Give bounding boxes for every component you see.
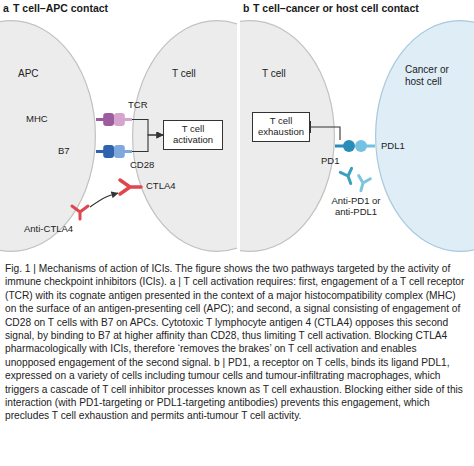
protein-head bbox=[343, 140, 355, 152]
cell-membrane bbox=[0, 21, 95, 252]
tcr-protein-outline bbox=[114, 113, 132, 126]
b7-protein-outline bbox=[96, 145, 114, 158]
protein-label: MHC bbox=[26, 114, 48, 125]
protein-label: CD28 bbox=[130, 160, 154, 171]
anti-ctla4-antibody-outline bbox=[70, 204, 90, 220]
anti-ctla4-antibody: Anti-CTLA4 bbox=[70, 204, 90, 220]
antibody-shape bbox=[340, 168, 356, 185]
protein-label: TCR bbox=[128, 100, 148, 111]
protein-label: CTLA4 bbox=[146, 181, 176, 192]
pdl1-ligand: PDL1 bbox=[355, 140, 375, 152]
antibody-shape bbox=[72, 206, 88, 219]
b7-protein: B7 bbox=[96, 145, 114, 158]
figure-caption: Fig. 1 | Mechanisms of action of ICIs. T… bbox=[5, 262, 469, 423]
cell-membrane bbox=[376, 21, 474, 252]
ctla4-receptor: CTLA4 bbox=[118, 178, 142, 196]
protein-label: Anti-CTLA4 bbox=[24, 224, 73, 235]
cd28-protein: CD28 bbox=[114, 145, 132, 158]
cell-name: Cancer or host cell bbox=[405, 64, 459, 87]
exhaustion-box: T cell exhaustion bbox=[252, 112, 310, 142]
cd28-protein-outline bbox=[114, 145, 132, 158]
pd1-receptor-outline bbox=[335, 140, 355, 152]
panel-letter: b bbox=[243, 2, 249, 14]
mhc-protein: MHC bbox=[96, 113, 114, 126]
panel-heading: T cell–cancer or host cell contact bbox=[253, 2, 419, 14]
cancer-cell: Cancer or host cell bbox=[375, 20, 474, 252]
protein-label: PDL1 bbox=[381, 141, 405, 152]
cell-name: T cell bbox=[172, 68, 196, 80]
protein-head bbox=[114, 113, 125, 126]
ctla4-receptor-outline bbox=[118, 178, 142, 196]
protein-head bbox=[114, 145, 125, 158]
cancer-cell-outline bbox=[375, 20, 474, 252]
activation-arrow bbox=[132, 135, 163, 152]
activation-box: T cell activation bbox=[163, 120, 223, 150]
cell-name: APC bbox=[18, 68, 39, 80]
mhc-protein-outline bbox=[96, 113, 114, 126]
cell-membrane bbox=[240, 21, 334, 252]
pdl1-ligand-outline bbox=[355, 140, 375, 152]
apc-cell: APC bbox=[0, 20, 96, 252]
protein-head bbox=[103, 145, 114, 158]
cell-name: T cell bbox=[262, 68, 286, 80]
anti-pd1-antibody: Anti-PD1 or anti-PDL1 bbox=[340, 168, 372, 192]
box-text: T cell exhaustion bbox=[253, 113, 309, 141]
inhibition-line bbox=[310, 127, 340, 140]
panel-heading: T cell–APC contact bbox=[13, 2, 108, 14]
protein-head bbox=[103, 113, 114, 126]
pd1-receptor: PD1 bbox=[335, 140, 355, 152]
t-cell: T cell T cell exhaustion bbox=[240, 20, 335, 252]
panel-a: APC MHC B7 T cell T cell activation TCR CD28CT… bbox=[0, 0, 237, 256]
tcr-protein: TCR bbox=[114, 113, 132, 126]
apc-cell-outline bbox=[0, 20, 96, 252]
box-text: T cell activation bbox=[164, 121, 222, 149]
protein-label: PD1 bbox=[321, 156, 339, 167]
anti-pd1-antibody-outline bbox=[340, 168, 372, 192]
t-cell: T cell T cell activation bbox=[132, 20, 237, 252]
receptor-shape bbox=[120, 180, 141, 194]
activation-arrow bbox=[132, 120, 163, 136]
cell-membrane bbox=[133, 21, 237, 252]
protein-label: B7 bbox=[58, 146, 70, 157]
antibody-shape bbox=[355, 176, 370, 193]
panel-letter: a bbox=[3, 2, 9, 14]
blocking-arrow bbox=[90, 193, 118, 207]
protein-head bbox=[355, 140, 367, 152]
protein-label: Anti-PD1 or anti-PDL1 bbox=[324, 196, 388, 218]
panel-b: T cell T cell exhaustionPD1 Cancer or host… bbox=[240, 0, 474, 256]
